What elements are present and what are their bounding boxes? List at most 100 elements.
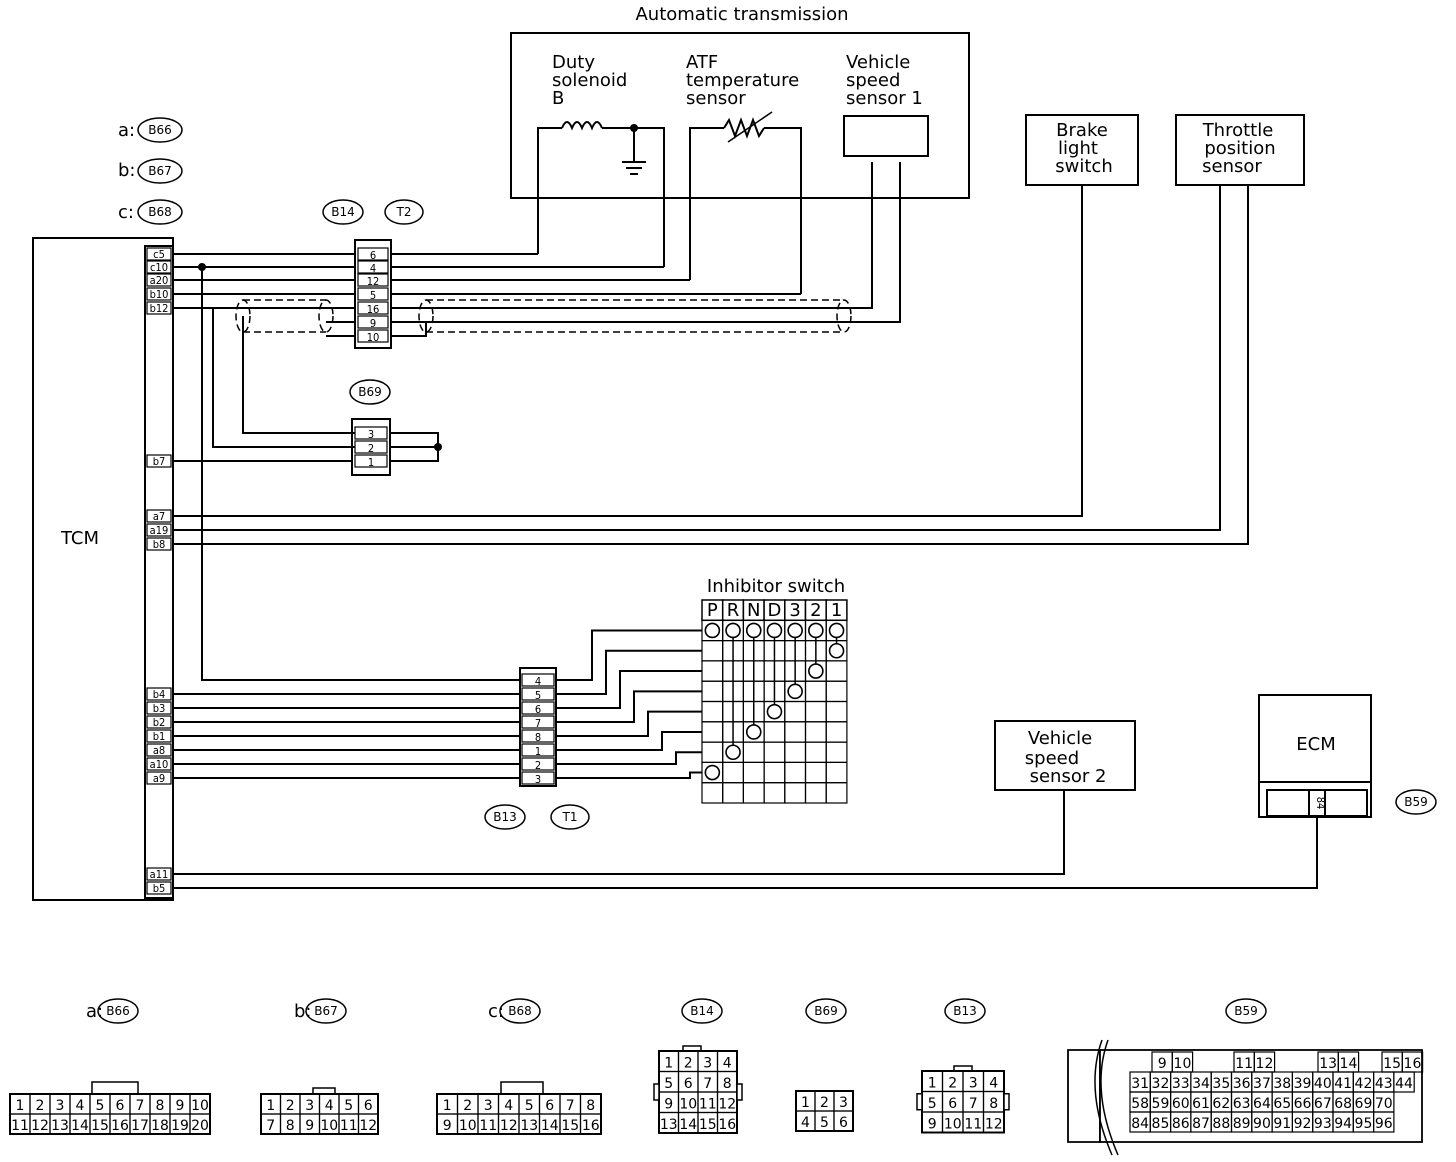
tcm-pin-b8	[146, 537, 172, 551]
b13-pin-7	[521, 715, 555, 729]
svg-text:19: 19	[171, 1118, 189, 1134]
svg-text:9: 9	[664, 1097, 673, 1113]
b14-pin-16	[357, 301, 389, 315]
tcm-pin-b4	[146, 687, 172, 701]
svg-text:69: 69	[1355, 1096, 1373, 1112]
tcm-pin-a7-label: a7	[153, 510, 165, 523]
svg-text:11: 11	[11, 1118, 29, 1134]
svg-text:67: 67	[1314, 1096, 1332, 1112]
svg-text:11: 11	[479, 1118, 497, 1134]
vehicle-speed-sensor-2-label: Vehicle speed sensor 2	[1025, 728, 1107, 787]
b14-pin-10	[357, 329, 389, 343]
svg-text:4: 4	[325, 1098, 334, 1114]
vehicle-speed-sensor-1-box	[843, 115, 929, 157]
svg-text:1: 1	[831, 600, 842, 621]
svg-text:B59: B59	[1234, 1004, 1258, 1018]
svg-text:15: 15	[561, 1118, 579, 1134]
tcm-label: TCM	[60, 528, 99, 549]
svg-text:9: 9	[176, 1098, 185, 1114]
tcm-pin-b8-label: b8	[153, 538, 166, 551]
svg-text:12: 12	[31, 1118, 49, 1134]
svg-text:solenoid: solenoid	[552, 70, 627, 91]
svg-text:89: 89	[1233, 1116, 1251, 1132]
svg-text:20: 20	[191, 1118, 209, 1134]
tcm-pin-b5	[146, 881, 172, 895]
svg-text:34: 34	[1192, 1076, 1210, 1092]
atf-temperature-sensor-label: ATF temperature sensor	[686, 52, 799, 109]
svg-text:N: N	[747, 600, 760, 621]
svg-text:B67: B67	[314, 1004, 338, 1018]
tcm-pin-b12	[146, 301, 172, 315]
svg-text:5: 5	[820, 1115, 829, 1131]
svg-text:11: 11	[699, 1097, 717, 1113]
b13-pin-4	[521, 673, 555, 687]
svg-text:speed: speed	[846, 70, 900, 91]
brake-light-switch-label: Brake light switch	[1055, 120, 1112, 177]
svg-text:9: 9	[305, 1118, 314, 1134]
vehicle-speed-sensor-1-label: Vehicle speed sensor 1	[846, 52, 923, 109]
svg-text:2: 2	[463, 1098, 472, 1114]
svg-text:B59: B59	[1404, 795, 1428, 809]
svg-text:14: 14	[71, 1118, 89, 1134]
svg-text:12: 12	[359, 1118, 377, 1134]
svg-text:B68: B68	[148, 205, 172, 219]
automatic-transmission-box	[510, 32, 970, 199]
svg-text:B67: B67	[148, 164, 172, 178]
svg-text:10: 10	[1174, 1056, 1192, 1072]
svg-text:64: 64	[1253, 1096, 1271, 1112]
svg-text:15: 15	[91, 1118, 109, 1134]
svg-text:1: 1	[443, 1098, 452, 1114]
svg-text:D: D	[768, 600, 782, 621]
svg-text:2: 2	[286, 1098, 295, 1114]
b69-wires	[212, 308, 442, 462]
svg-text:sensor: sensor	[1202, 156, 1262, 177]
svg-text:8: 8	[989, 1096, 998, 1112]
svg-text:B14: B14	[690, 1004, 714, 1018]
svg-text:58: 58	[1131, 1096, 1149, 1112]
svg-text:2: 2	[368, 442, 374, 455]
diagram-title: Automatic transmission	[635, 4, 848, 25]
svg-text:10: 10	[367, 331, 380, 344]
tcm-pin-a10	[146, 757, 172, 771]
svg-text:40: 40	[1314, 1076, 1332, 1092]
tcm-pin-b3-label: b3	[153, 702, 166, 715]
brake-light-switch-box	[1025, 114, 1139, 186]
svg-text:6: 6	[535, 703, 541, 716]
svg-text:temperature: temperature	[686, 70, 799, 91]
connector-id-b13: B13	[484, 804, 526, 830]
svg-text:13: 13	[660, 1117, 678, 1133]
svg-text:65: 65	[1273, 1096, 1291, 1112]
svg-text:4: 4	[504, 1098, 513, 1114]
svg-text:5: 5	[928, 1096, 937, 1112]
svg-text:2: 2	[684, 1056, 693, 1072]
svg-text:B13: B13	[953, 1004, 977, 1018]
svg-text:10: 10	[191, 1098, 209, 1114]
tcm-pin-b12-label: b12	[150, 302, 169, 315]
svg-text:3: 3	[703, 1056, 712, 1072]
tcm-wires	[173, 185, 1318, 889]
svg-text:Brake: Brake	[1056, 120, 1108, 141]
svg-text:68: 68	[1334, 1096, 1352, 1112]
svg-text:6: 6	[839, 1115, 848, 1131]
svg-text:1: 1	[368, 456, 374, 469]
svg-text:B69: B69	[814, 1004, 838, 1018]
tcm-pin-b1	[146, 729, 172, 743]
svg-text:17: 17	[131, 1118, 149, 1134]
svg-text:1: 1	[664, 1056, 673, 1072]
svg-text:5: 5	[664, 1076, 673, 1092]
svg-text:61: 61	[1192, 1096, 1210, 1112]
svg-text:8: 8	[156, 1098, 165, 1114]
svg-text:16: 16	[1404, 1056, 1422, 1072]
svg-text:c:: c:	[488, 1001, 504, 1022]
svg-text:15: 15	[1383, 1056, 1401, 1072]
tcm-pin-a8	[146, 743, 172, 757]
svg-text:32: 32	[1152, 1076, 1170, 1092]
svg-text:13: 13	[1319, 1056, 1337, 1072]
svg-text:63: 63	[1233, 1096, 1251, 1112]
svg-text:2: 2	[535, 759, 541, 772]
